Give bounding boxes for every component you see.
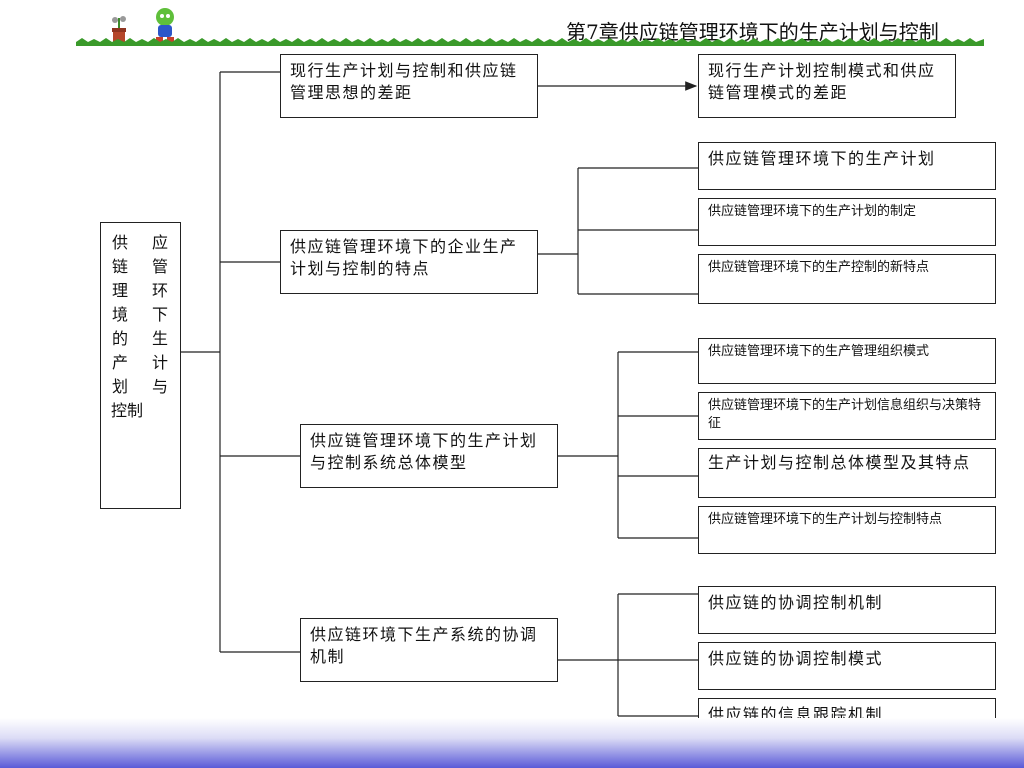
footer-gradient	[0, 718, 1024, 768]
root-char: 链	[111, 257, 128, 276]
flower-pot-icon	[112, 16, 126, 42]
root-node: 供 链 理 境 的 产 划 控制 应 管 环 下 生 计 与	[100, 222, 181, 509]
leaf-node: 供应链管理环境下的生产计划与控制特点	[698, 506, 996, 554]
root-char: 产	[111, 353, 128, 372]
root-char: 下	[151, 305, 168, 324]
root-char: 环	[151, 281, 168, 300]
root-char: 与	[151, 377, 168, 396]
root-char: 应	[151, 233, 168, 252]
root-char: 控制	[111, 401, 144, 420]
leaf-node: 供应链的协调控制机制	[698, 586, 996, 634]
root-char: 境	[111, 305, 128, 324]
mascot-icon	[156, 8, 174, 42]
root-char: 供	[111, 233, 128, 252]
leaf-node: 生产计划与控制总体模型及其特点	[698, 448, 996, 498]
grass-divider	[76, 38, 984, 46]
leaf-node: 供应链管理环境下的生产控制的新特点	[698, 254, 996, 304]
root-char: 计	[151, 353, 168, 372]
branch-node: 现行生产计划与控制和供应链管理思想的差距	[280, 54, 538, 118]
leaf-node: 供应链管理环境下的生产计划信息组织与决策特征	[698, 392, 996, 440]
leaf-node: 现行生产计划控制模式和供应链管理模式的差距	[698, 54, 956, 118]
root-char: 生	[151, 329, 168, 348]
root-char: 管	[151, 257, 168, 276]
leaf-node: 供应链的协调控制模式	[698, 642, 996, 690]
branch-node: 供应链环境下生产系统的协调机制	[300, 618, 558, 682]
root-char: 划	[111, 377, 128, 396]
leaf-node: 供应链管理环境下的生产管理组织模式	[698, 338, 996, 384]
leaf-node: 供应链管理环境下的生产计划的制定	[698, 198, 996, 246]
root-char: 的	[111, 329, 128, 348]
branch-node: 供应链管理环境下的企业生产计划与控制的特点	[280, 230, 538, 294]
root-char: 理	[111, 281, 128, 300]
branch-node: 供应链管理环境下的生产计划与控制系统总体模型	[300, 424, 558, 488]
leaf-node: 供应链管理环境下的生产计划	[698, 142, 996, 190]
